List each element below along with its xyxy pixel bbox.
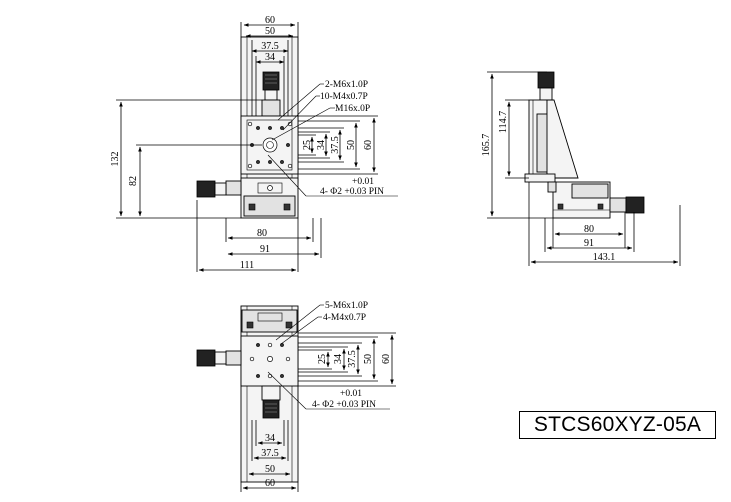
- bottom-width-50: 50: [265, 464, 275, 475]
- side-y-knob-icon: [625, 196, 645, 214]
- center-hole-icon: [262, 137, 278, 153]
- note-m4: 10-M4x0.7P: [320, 92, 368, 102]
- bottom-v-25: 25: [317, 354, 328, 364]
- top-width-37-5: 37.5: [261, 41, 279, 52]
- note-m6: 2-M6x1.0P: [325, 80, 368, 90]
- top-v-34: 34: [316, 140, 327, 150]
- side-knob-icon: [537, 71, 555, 89]
- bottom-note-m4: 4-M4x0.7P: [323, 313, 366, 323]
- x-knob-icon: [196, 180, 216, 198]
- bottom-v-37-5: 37.5: [347, 350, 358, 368]
- top-width-60: 60: [265, 15, 275, 26]
- side-height-165-7: 165.7: [481, 134, 492, 157]
- top-v-25: 25: [302, 140, 313, 150]
- bottom-width-37-5: 37.5: [261, 448, 279, 459]
- bottom-width-34: 34: [265, 433, 275, 444]
- top-height-82: 82: [128, 176, 139, 186]
- top-pin-note: 4- Φ2 +0.03 PIN: [320, 187, 384, 197]
- bottom-note-m6: 5-M6x1.0P: [325, 301, 368, 311]
- bottom-x-knob-icon: [196, 349, 216, 367]
- top-height-132: 132: [110, 152, 121, 167]
- side-bottom-80: 80: [584, 224, 594, 235]
- bottom-v-60: 60: [381, 354, 392, 364]
- note-m16: M16x.0P: [335, 104, 370, 114]
- bottom-width-60: 60: [265, 478, 275, 489]
- side-bottom-143-1: 143.1: [593, 252, 616, 263]
- top-width-34: 34: [265, 52, 275, 63]
- bottom-v-34: 34: [333, 354, 344, 364]
- bottom-z-knob-icon: [262, 399, 280, 419]
- top-view: 60 50 37.5 34 2-M6x1.0P 10-M4x0.7P M16x.…: [110, 15, 398, 272]
- bottom-view: 5-M6x1.0P 4-M4x0.7P 25 34 37.5 50 60 +0.…: [196, 301, 396, 492]
- top-bottom-91: 91: [260, 244, 270, 255]
- model-label: STCS60XYZ-05A: [519, 411, 716, 439]
- side-view: 165.7 114.7 80 91 143.1: [481, 71, 681, 266]
- top-v-37-5: 37.5: [330, 136, 341, 154]
- bottom-tolerance: +0.01: [340, 389, 362, 399]
- bottom-v-50: 50: [363, 354, 374, 364]
- top-v-50: 50: [346, 140, 357, 150]
- top-bottom-111: 111: [240, 260, 254, 271]
- top-v-60: 60: [363, 140, 374, 150]
- top-tolerance: +0.01: [352, 177, 374, 187]
- bottom-pin-note: 4- Φ2 +0.03 PIN: [312, 400, 376, 410]
- top-width-50: 50: [265, 26, 275, 37]
- side-height-114-7: 114.7: [498, 111, 509, 133]
- top-bottom-80: 80: [257, 228, 267, 239]
- side-bottom-91: 91: [584, 238, 594, 249]
